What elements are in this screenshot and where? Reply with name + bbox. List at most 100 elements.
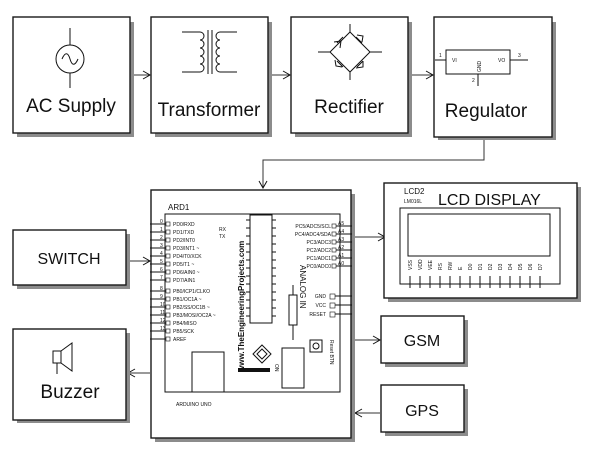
- pin-label: PC2/ADC2: [307, 248, 332, 254]
- pin-pad: [331, 231, 337, 237]
- pin-number: 6: [160, 267, 163, 273]
- pin-pad: [331, 247, 337, 253]
- pin-label: PC4/ADC4/SDA: [295, 232, 332, 238]
- wire-regulator-arduino: [262, 137, 485, 188]
- pin-pad: [165, 245, 171, 251]
- power-pin-label: RESET: [309, 312, 326, 318]
- transformer-icon: [182, 30, 237, 74]
- pin-number: A0: [338, 261, 344, 267]
- regulator-pin-3: 3: [518, 53, 521, 59]
- pin-pad: [165, 269, 171, 275]
- pin-pad: [329, 293, 336, 300]
- gsm-label: GSM: [404, 333, 440, 350]
- block-rectifier: Rectifier: [290, 16, 412, 137]
- lcd-pin-label: VDD: [418, 259, 424, 270]
- pin-number: 4: [160, 251, 163, 257]
- power-pin-label: VCC: [315, 303, 326, 309]
- reset-button-icon: [309, 339, 323, 353]
- pin-pad: [165, 261, 171, 267]
- regulator-vo-label: VO: [498, 58, 505, 64]
- regulator-label: Regulator: [445, 101, 528, 122]
- on-label: ON: [273, 364, 279, 372]
- pin-pad: [331, 255, 337, 261]
- pin-number: 13: [160, 326, 166, 332]
- lcd-title: LCD DISPLAY: [438, 192, 541, 209]
- pin-label: AREF: [173, 337, 186, 343]
- block-regulator: VI VO GND 1 2 3 Regulator: [433, 16, 556, 140]
- speaker-icon: [52, 342, 73, 374]
- arrow-head: [425, 70, 435, 80]
- arrow-head: [142, 70, 152, 80]
- lcd-pin-label: VEE: [428, 259, 434, 270]
- regulator-icon: VI VO GND 1 2 3: [435, 49, 528, 86]
- lcd-pin-label: D4: [508, 263, 514, 270]
- regulator-gnd-label: GND: [477, 61, 483, 73]
- logo-icon: [252, 344, 272, 364]
- pin-number: A5: [338, 221, 344, 227]
- pin-label: PB4/MISO: [173, 321, 197, 327]
- arduino-board: [164, 213, 341, 393]
- pin-label: PD7/AIN1: [173, 278, 195, 284]
- pin-pad: [331, 263, 337, 269]
- ac-supply-label: AC Supply: [26, 96, 116, 117]
- pin-number: 5: [160, 259, 163, 265]
- arduino-ref: ARD1: [168, 203, 190, 212]
- power-jack: [281, 347, 305, 389]
- lcd-ref: LCD2: [404, 187, 425, 196]
- arduino-name: ARDUINO UNO: [176, 402, 212, 408]
- atmega-chip: [249, 214, 273, 324]
- block-buzzer: Buzzer: [12, 328, 130, 423]
- block-gps: GPS: [380, 384, 468, 436]
- pin-label: PC5/ADC5/SCL: [295, 224, 331, 230]
- tx-label: TX: [219, 234, 226, 240]
- chip-legs: [246, 219, 276, 317]
- lcd-pin-label: D5: [518, 263, 524, 270]
- lcd-screen: [407, 213, 551, 257]
- analog-in-label: ANALOG IN: [298, 265, 307, 309]
- pin-number: A2: [338, 245, 344, 251]
- pin-pad: [165, 328, 171, 334]
- lcd-pin-label: D3: [498, 263, 504, 270]
- rectifier-label: Rectifier: [314, 97, 384, 118]
- arrow-head: [282, 70, 292, 80]
- pin-label: PB3/MOSI/OC2A ~: [173, 313, 216, 319]
- block-gsm: GSM: [380, 315, 468, 367]
- pin-pad: [329, 311, 336, 318]
- pin-pad: [165, 288, 171, 294]
- pin-label: PD2/INT0: [173, 238, 195, 244]
- pin-pad: [165, 336, 171, 342]
- pin-number: 0: [160, 219, 163, 225]
- pin-pad: [165, 253, 171, 259]
- pin-label: PD3/INT1 ~: [173, 246, 199, 252]
- pin-number: 7: [160, 275, 163, 281]
- pin-number: 12: [160, 318, 166, 324]
- pin-number: 3: [160, 243, 163, 249]
- lcd-pin-label: D1: [478, 263, 484, 270]
- pin-number: 10: [160, 302, 166, 308]
- arrow-head: [258, 180, 268, 190]
- pin-label: PC3/ADC3: [307, 240, 332, 246]
- lcd-pin-label: D2: [488, 263, 494, 270]
- pin-number: 11: [160, 310, 165, 316]
- pin-pad: [165, 277, 171, 283]
- pin-label: PD0/RXD: [173, 222, 195, 228]
- pin-pad: [165, 296, 171, 302]
- pin-number: A1: [338, 253, 344, 259]
- pin-pad: [165, 304, 171, 310]
- pin-label: PD5/T1 ~: [173, 262, 194, 268]
- lcd-pin-label: RS: [438, 262, 444, 270]
- pin-pad: [329, 302, 336, 309]
- lcd-pin-label: VSS: [408, 259, 414, 270]
- pin-label: PD4/T0/XCK: [173, 254, 202, 260]
- pin-number: A3: [338, 237, 344, 243]
- lcd-pin-label: D0: [468, 263, 474, 270]
- pin-label: PB2/SS/OC1B ~: [173, 305, 210, 311]
- regulator-vi-label: VI: [452, 58, 457, 64]
- pin-label: PD1/TXD: [173, 230, 195, 236]
